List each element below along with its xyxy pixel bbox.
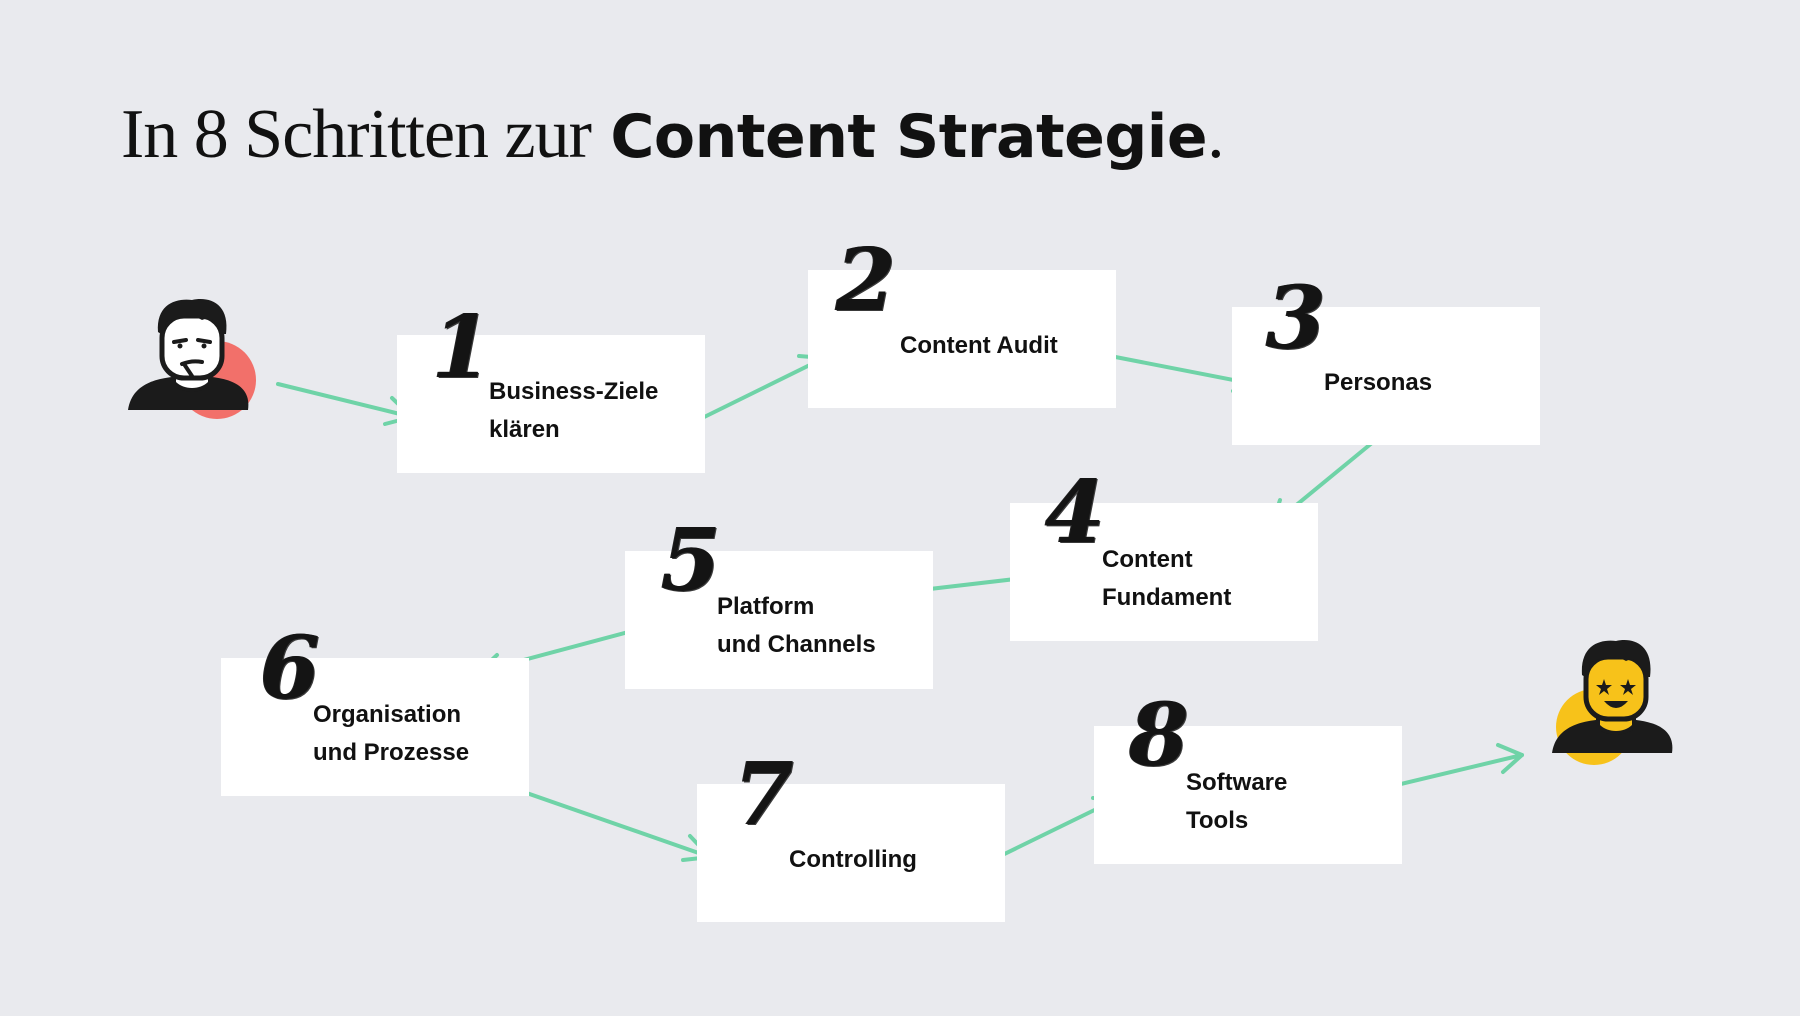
thinking-person-icon bbox=[128, 299, 256, 419]
arrow-6-to-7 bbox=[499, 782, 712, 862]
arrow-start-to-1 bbox=[276, 382, 414, 426]
step-4-number: 4 bbox=[1045, 462, 1105, 563]
step-8-number: 8 bbox=[1129, 685, 1189, 786]
step-1-label: Business-Ziele klären bbox=[489, 378, 659, 443]
step-1-box: Business-Ziele klären bbox=[397, 335, 705, 473]
arrow-8-to-end bbox=[1382, 743, 1524, 790]
arrow-1-to-2 bbox=[686, 354, 826, 427]
step-3-box: Personas bbox=[1232, 307, 1540, 445]
diagram-title: In 8 Schritten zur Content Strategie. bbox=[121, 98, 1225, 170]
step-1-number: 1 bbox=[432, 297, 492, 398]
step-6-number: 6 bbox=[260, 618, 320, 719]
step-2-number: 2 bbox=[836, 230, 896, 331]
step-6-label: Organisation und Prozesse bbox=[313, 701, 470, 766]
step-5-box: Platform und Channels bbox=[625, 551, 933, 689]
step-5-label: Platform und Channels bbox=[717, 593, 876, 658]
step-6-box: Organisation und Prozesse bbox=[221, 658, 529, 796]
step-7-number: 7 bbox=[734, 744, 794, 845]
title-light: In 8 Schritten zur bbox=[121, 96, 592, 173]
step-7-box: Controlling bbox=[697, 784, 1005, 922]
step-4-box: Content Fundament bbox=[1010, 503, 1318, 641]
step-2-box: Content Audit bbox=[808, 270, 1116, 408]
step-5-number: 5 bbox=[661, 510, 721, 611]
step-3-number: 3 bbox=[1266, 268, 1326, 369]
title-dot: . bbox=[1207, 96, 1225, 173]
step-4-label: Content Fundament bbox=[1102, 546, 1232, 611]
step-8-box: Software Tools bbox=[1094, 726, 1402, 864]
step-2-label: Content Audit bbox=[900, 332, 1058, 359]
title-bold: Content Strategie bbox=[610, 102, 1208, 172]
step-3-label: Personas bbox=[1324, 369, 1433, 396]
step-7-label: Controlling bbox=[789, 846, 917, 873]
happy-person-icon bbox=[1552, 640, 1673, 765]
step-8-label: Software Tools bbox=[1186, 769, 1288, 834]
